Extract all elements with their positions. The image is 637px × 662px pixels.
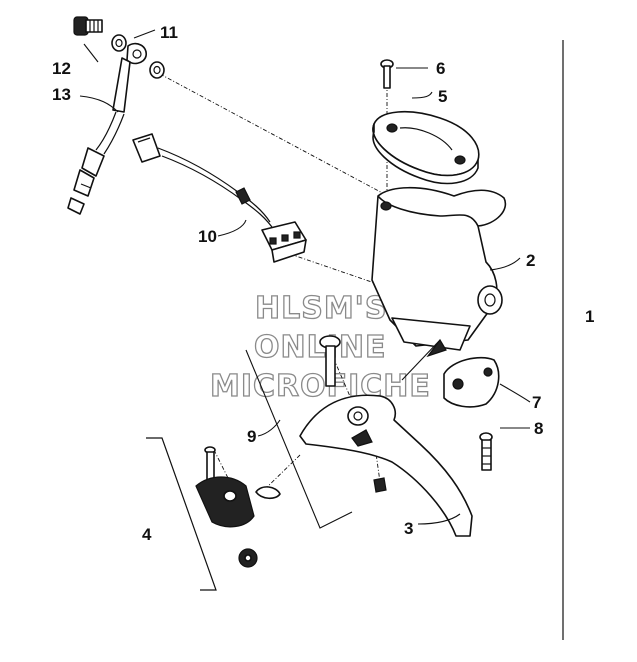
watermark-line-3: MICROFICHE: [210, 369, 431, 404]
master-cylinder: [371, 186, 507, 351]
banjo-bolt: [73, 16, 103, 36]
callout-switch: 4: [142, 525, 152, 544]
callout-washers: 11: [160, 23, 178, 42]
callout-clamp-bolt: 8: [534, 419, 543, 438]
washers: [111, 34, 165, 79]
callout-pivot-bolt: 9: [247, 427, 256, 446]
callout-labels: 1 2 3 4 5 6 7 8 9 10 11 12 13: [52, 23, 594, 544]
brake-hose: [67, 42, 147, 215]
callout-master-cylinder: 2: [526, 251, 535, 270]
callout-assembly: 1: [585, 307, 594, 326]
watermark: HLSM'S ONLINE MICROFICHE: [209, 290, 431, 404]
callout-cap: 5: [438, 87, 447, 106]
callout-brake-hose: 13: [52, 85, 71, 104]
callout-cap-screw: 6: [436, 59, 445, 78]
callout-lever: 3: [404, 519, 413, 538]
clamp-bolt: [479, 432, 493, 471]
reservoir-cap: [372, 110, 480, 185]
brake-lever: [299, 394, 473, 537]
pivot-bolt: [319, 335, 341, 387]
callout-clamp: 7: [532, 393, 541, 412]
leader-lines: [79, 29, 531, 529]
cap-screw: [380, 59, 394, 89]
watermark-line-1: HLSM'S: [255, 291, 387, 326]
brake-switch-harness: [132, 133, 307, 263]
switch-assembly: [146, 437, 281, 591]
callout-banjo-bolt: 12: [52, 59, 71, 78]
watermark-line-2: ONLINE: [254, 330, 387, 365]
handlebar-clamp: [443, 356, 500, 408]
callout-brake-switch-harness: 10: [198, 227, 217, 246]
